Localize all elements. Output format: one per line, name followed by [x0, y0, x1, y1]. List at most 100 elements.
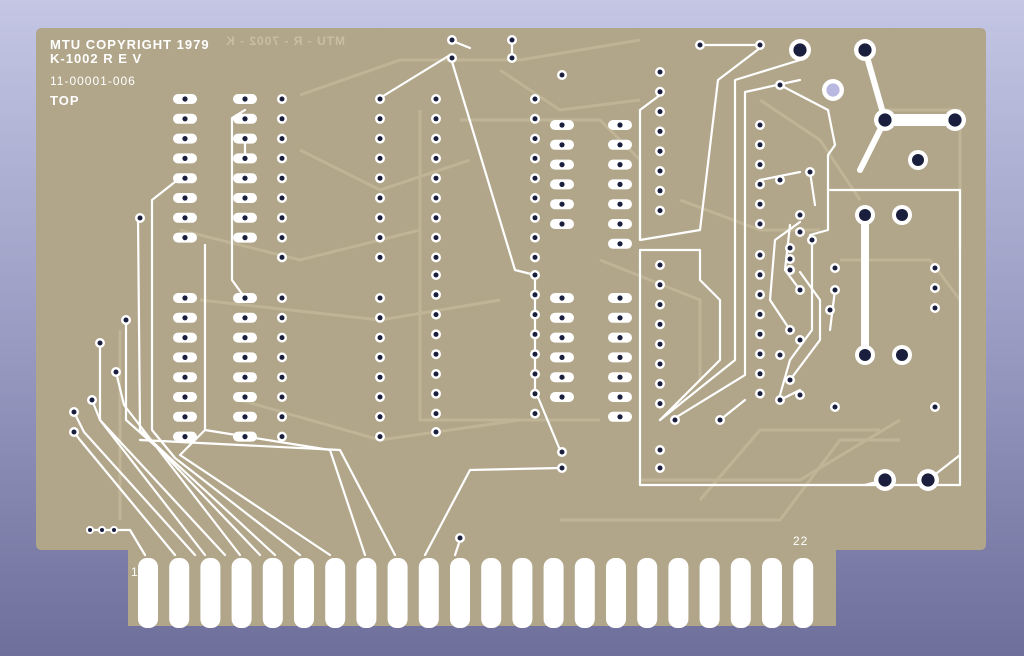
drill-hole [433, 429, 439, 435]
drill-hole [757, 122, 763, 128]
drill-hole [182, 394, 188, 400]
drill-hole [932, 285, 938, 291]
drill-hole [559, 449, 565, 455]
drill-hole [757, 221, 763, 227]
drill-hole [532, 331, 538, 337]
pin-22-label: 22 [793, 534, 809, 548]
drill-hole [242, 295, 248, 301]
drill-hole [617, 374, 623, 380]
drill-hole [559, 354, 565, 360]
drill-hole [787, 267, 793, 273]
drill-hole [279, 295, 285, 301]
drill-hole [137, 215, 143, 221]
edge-finger [169, 558, 190, 628]
edge-finger [762, 558, 782, 628]
drill-hole [433, 391, 439, 397]
drill-hole [377, 254, 383, 260]
drill-hole [532, 215, 538, 221]
drill-hole [532, 292, 538, 298]
drill-hole [88, 528, 92, 532]
component-pads [69, 35, 966, 543]
edge-finger [699, 558, 720, 628]
drill-hole [279, 394, 285, 400]
drill-hole [182, 215, 188, 221]
drill-hole [182, 434, 188, 440]
drill-hole [912, 154, 924, 166]
drill-hole [559, 335, 565, 341]
drill-hole [559, 181, 565, 187]
drill-hole [657, 447, 663, 453]
edge-finger [543, 558, 564, 628]
drill-hole [433, 215, 439, 221]
drill-hole [433, 254, 439, 260]
edge-finger [231, 558, 252, 628]
drill-hole [757, 391, 763, 397]
drill-hole [377, 195, 383, 201]
edge-finger [356, 558, 377, 628]
drill-hole [878, 473, 892, 487]
drill-hole [617, 241, 623, 247]
drill-hole [242, 354, 248, 360]
drill-hole [182, 116, 188, 122]
drill-hole [182, 155, 188, 161]
drill-hole [657, 69, 663, 75]
drill-hole [878, 113, 892, 127]
drill-hole [777, 397, 783, 403]
drill-hole [242, 215, 248, 221]
drill-hole [377, 434, 383, 440]
drill-hole [757, 162, 763, 168]
mirrored-silkscreen: MTU - R - 7002 - K [225, 34, 346, 48]
drill-hole [617, 394, 623, 400]
drill-hole [617, 335, 623, 341]
drill-hole [657, 341, 663, 347]
drill-hole [449, 55, 455, 61]
edge-finger [138, 558, 158, 628]
drill-hole [559, 201, 565, 207]
drill-hole [377, 155, 383, 161]
edge-finger [200, 558, 221, 628]
edge-finger [637, 558, 658, 628]
drill-hole [896, 349, 908, 361]
edge-connector [138, 558, 814, 628]
drill-hole [242, 414, 248, 420]
drill-hole [657, 89, 663, 95]
drill-hole [757, 252, 763, 258]
drill-hole [657, 401, 663, 407]
copyright-text: MTU COPYRIGHT 1979 [50, 37, 210, 52]
drill-hole [377, 354, 383, 360]
drill-hole [433, 116, 439, 122]
drill-hole [433, 96, 439, 102]
drill-hole [182, 175, 188, 181]
drill-hole [182, 374, 188, 380]
drill-hole [182, 295, 188, 301]
drill-hole [559, 122, 565, 128]
drill-hole [182, 315, 188, 321]
drill-hole [433, 136, 439, 142]
drill-hole [377, 235, 383, 241]
drill-hole [797, 229, 803, 235]
drill-hole [182, 354, 188, 360]
drill-hole [617, 181, 623, 187]
drill-hole [123, 317, 129, 323]
drill-hole [279, 116, 285, 122]
drill-hole [617, 162, 623, 168]
drill-hole [532, 411, 538, 417]
drill-hole [777, 352, 783, 358]
drill-hole [809, 237, 815, 243]
drill-hole [509, 37, 515, 43]
drill-hole [112, 528, 116, 532]
drill-hole [787, 377, 793, 383]
drill-hole [532, 235, 538, 241]
drill-hole [657, 168, 663, 174]
drill-hole [559, 221, 565, 227]
drill-hole [89, 397, 95, 403]
drill-hole [279, 215, 285, 221]
drill-hole [242, 136, 248, 142]
drill-hole [279, 136, 285, 142]
drill-hole [832, 404, 838, 410]
drill-hole [532, 371, 538, 377]
drill-hole [242, 175, 248, 181]
drill-hole [657, 381, 663, 387]
drill-hole [532, 136, 538, 142]
